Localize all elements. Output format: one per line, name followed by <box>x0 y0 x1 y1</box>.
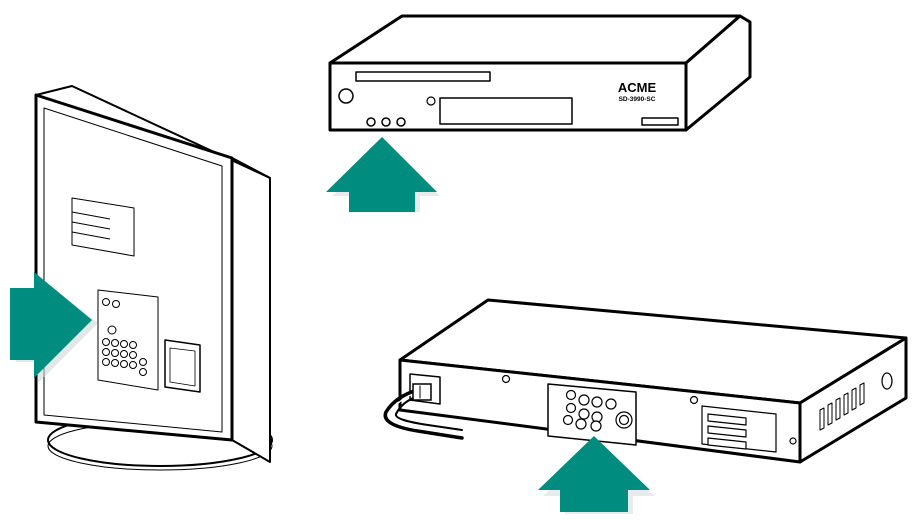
rear-screw-left <box>501 374 511 384</box>
rear-screw-bottom <box>789 437 797 445</box>
power-plug <box>412 383 432 401</box>
disc-tray-slot <box>355 71 491 82</box>
ir-sensor <box>426 96 436 106</box>
rear-label-plate <box>701 405 777 453</box>
control-button-2 <box>381 117 391 127</box>
side-vents <box>819 382 865 431</box>
control-button-3 <box>396 117 406 127</box>
model-label: SD-3990-SC <box>619 96 656 103</box>
display-window <box>439 97 573 125</box>
brand-label: ACME <box>618 80 657 95</box>
rear-arrow <box>538 436 650 512</box>
tv-label-plate <box>71 197 135 257</box>
control-button-1 <box>366 117 376 127</box>
dvd-player-front: ACME SD-3990-SC <box>328 14 752 132</box>
power-button <box>338 88 354 104</box>
rear-screw-right <box>689 395 699 405</box>
tv-rear-view <box>34 85 273 471</box>
tv-side-face <box>231 157 271 463</box>
power-cord <box>383 383 464 440</box>
up-arrow-icon <box>326 137 440 212</box>
front-arrow <box>326 137 437 212</box>
dvd-player-rear <box>398 298 908 464</box>
player-top-face <box>328 14 742 65</box>
right-arrow-icon <box>10 272 98 383</box>
tv-av-jack-panel <box>97 289 159 391</box>
tv-service-port <box>164 339 201 393</box>
rear-av-jacks <box>562 389 633 432</box>
side-fan-hole <box>881 372 893 390</box>
tv-jack-grid <box>102 298 147 376</box>
up-arrow-icon <box>538 436 655 514</box>
front-usb-slot <box>641 117 679 126</box>
tv-arrow <box>10 272 92 378</box>
